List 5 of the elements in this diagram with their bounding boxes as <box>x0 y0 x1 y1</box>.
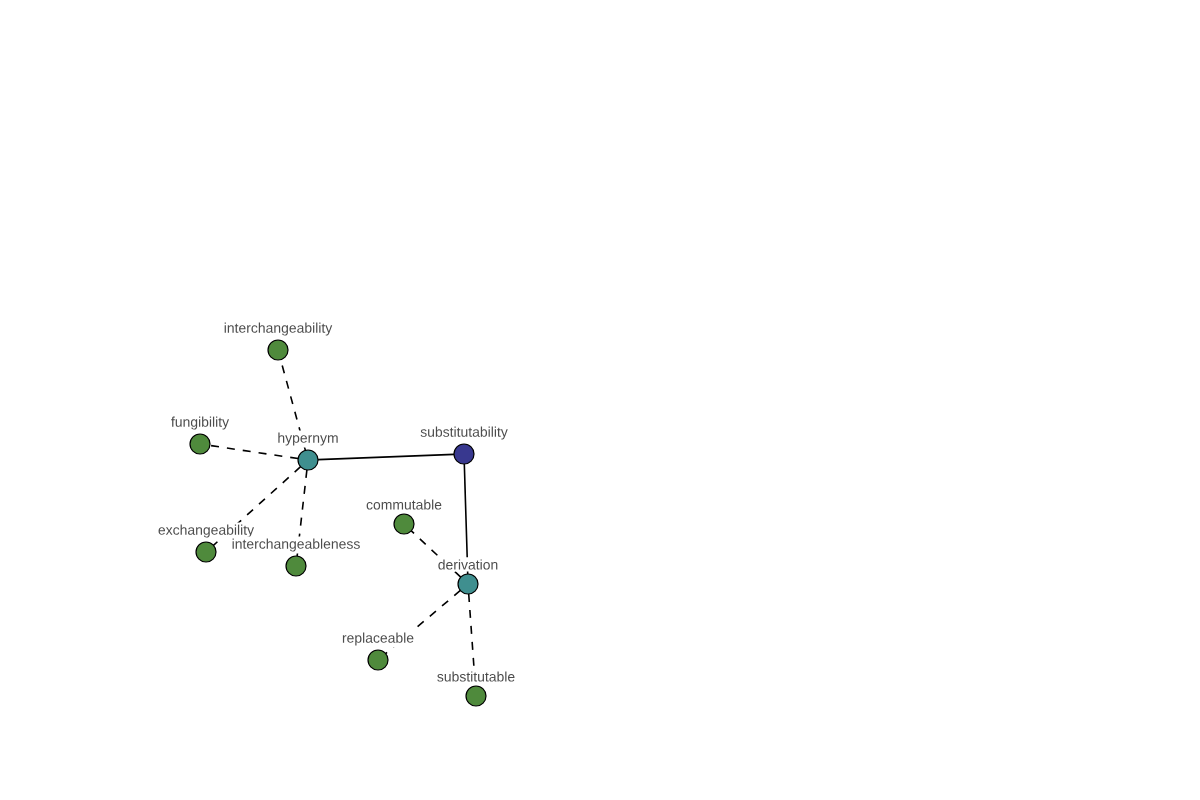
connector-line <box>410 530 462 578</box>
connector-line <box>209 444 299 460</box>
connector-line <box>317 453 455 461</box>
connector-line <box>212 465 302 547</box>
connector-line <box>296 469 308 557</box>
